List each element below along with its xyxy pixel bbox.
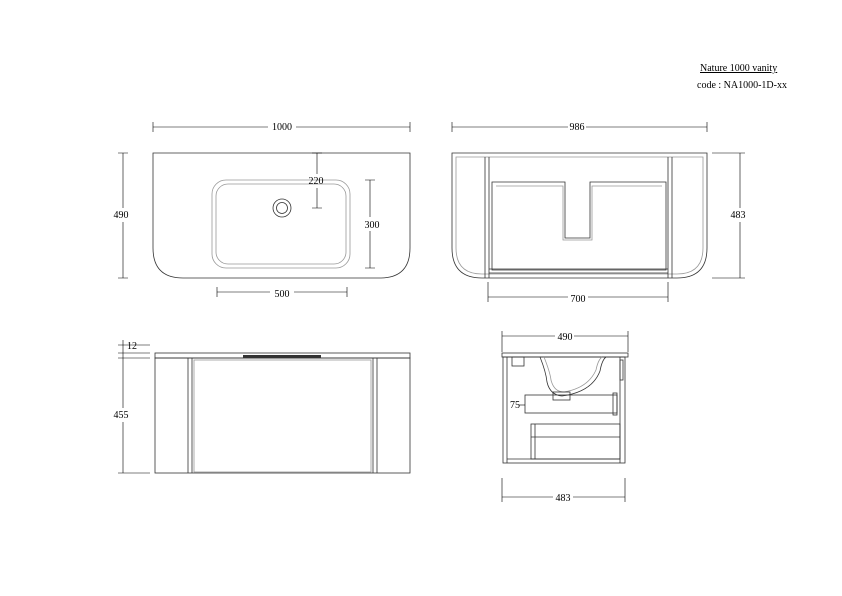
dim-top-thickness: 12 [127, 341, 137, 352]
drawer-handle [243, 355, 321, 358]
dim-side-cabinet-depth: 483 [556, 493, 571, 504]
product-code: code : NA1000-1D-xx [697, 80, 787, 91]
front-view: 12 455 [114, 340, 411, 474]
bottom-view: 986 483 700 [451, 122, 746, 305]
dim-side-top-depth: 490 [558, 332, 573, 343]
dim-basin-width: 500 [275, 289, 290, 300]
side-view: 75 490 483 [501, 331, 629, 504]
drain-icon [272, 198, 292, 218]
dim-drain-offset: 220 [309, 176, 324, 187]
dim-front-height: 455 [114, 410, 129, 421]
dim-basin-depth: 300 [365, 220, 380, 231]
dim-offset: 75 [510, 400, 520, 411]
dim-top-width: 1000 [272, 122, 292, 133]
dim-inner-width: 700 [571, 294, 586, 305]
dim-back-depth: 483 [731, 210, 746, 221]
overflow-icon [511, 356, 525, 367]
dim-top-depth: 490 [114, 210, 129, 221]
top-view: 1000 490 220 300 500 [114, 122, 411, 300]
drawing-title: Nature 1000 vanity [700, 63, 778, 74]
dim-back-width: 986 [570, 122, 585, 133]
